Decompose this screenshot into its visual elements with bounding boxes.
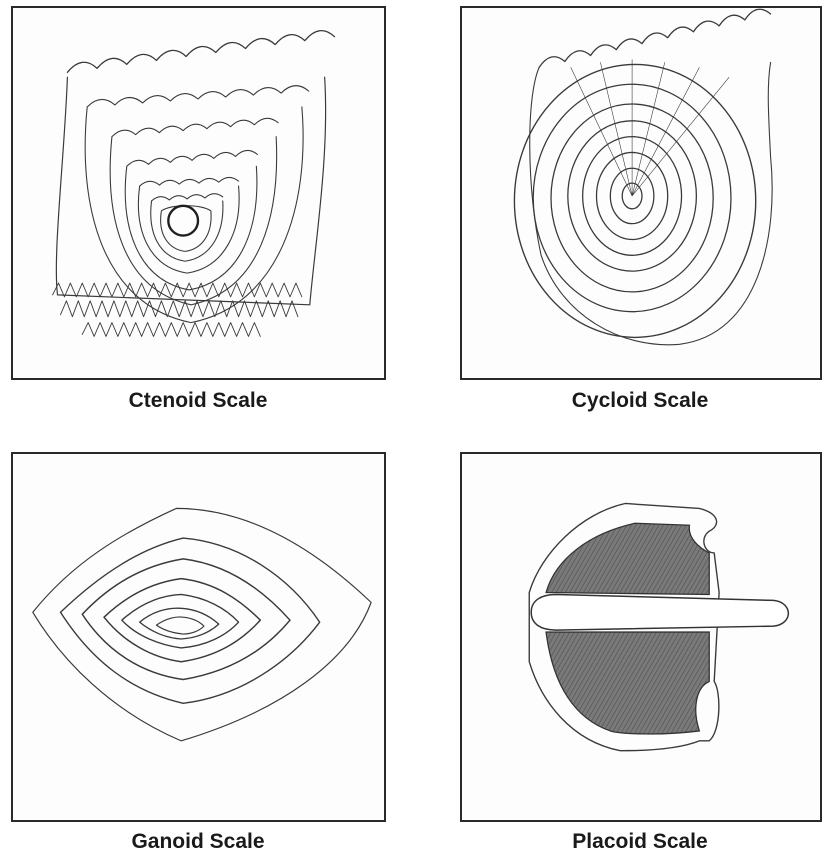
cycloid-scale-panel xyxy=(460,6,822,380)
ganoid-scale-drawing xyxy=(13,454,384,820)
ctenoid-scale-drawing xyxy=(13,8,384,378)
placoid-scale-panel xyxy=(460,452,822,822)
placoid-scale-drawing xyxy=(462,454,820,820)
cycloid-scale-drawing xyxy=(462,8,820,378)
ctenoid-scale-panel xyxy=(11,6,386,380)
ganoid-scale-panel xyxy=(11,452,386,822)
placoid-caption: Placoid Scale xyxy=(470,830,810,854)
cycloid-caption: Cycloid Scale xyxy=(470,389,810,413)
ganoid-caption: Ganoid Scale xyxy=(28,830,368,854)
ctenoid-caption: Ctenoid Scale xyxy=(28,389,368,413)
